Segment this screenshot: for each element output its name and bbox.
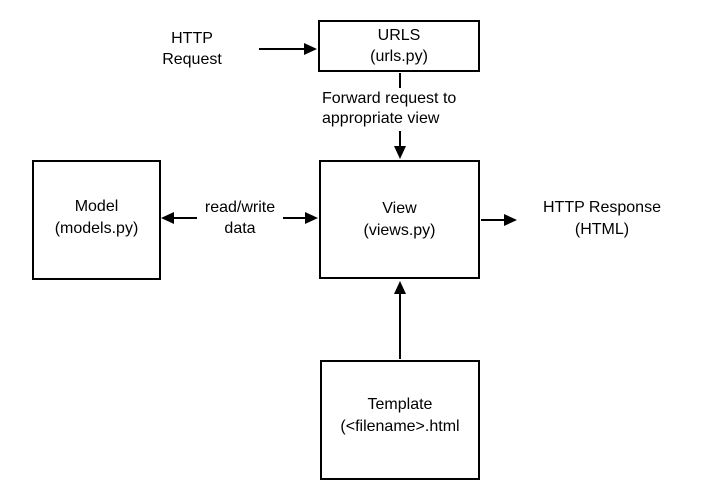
arrow-http-request-to-urls (259, 43, 317, 55)
urls-node-title: URLS (377, 27, 421, 44)
model-node-title: Model (74, 198, 119, 215)
read-write-data-label: read/write data (197, 195, 283, 242)
template-node-file: (<filename>.html (340, 418, 460, 435)
urls-node-file: (urls.py) (370, 48, 428, 65)
model-node: Model (models.py) (32, 160, 161, 280)
view-node: View (views.py) (319, 160, 480, 279)
urls-node: URLS (urls.py) (318, 20, 480, 72)
template-node: Template (<filename>.html (320, 360, 480, 480)
forward-request-label: Forward request to appropriate view (321, 88, 459, 131)
http-response-label: HTTP Response (HTML) (543, 199, 661, 238)
template-node-title: Template (367, 396, 433, 413)
arrow-template-to-view (394, 281, 406, 359)
view-node-file: (views.py) (363, 221, 436, 239)
arrow-view-to-http-response (481, 214, 517, 226)
model-node-file: (models.py) (54, 220, 139, 237)
view-node-title: View (382, 199, 417, 217)
http-request-label: HTTP Request (162, 30, 222, 68)
